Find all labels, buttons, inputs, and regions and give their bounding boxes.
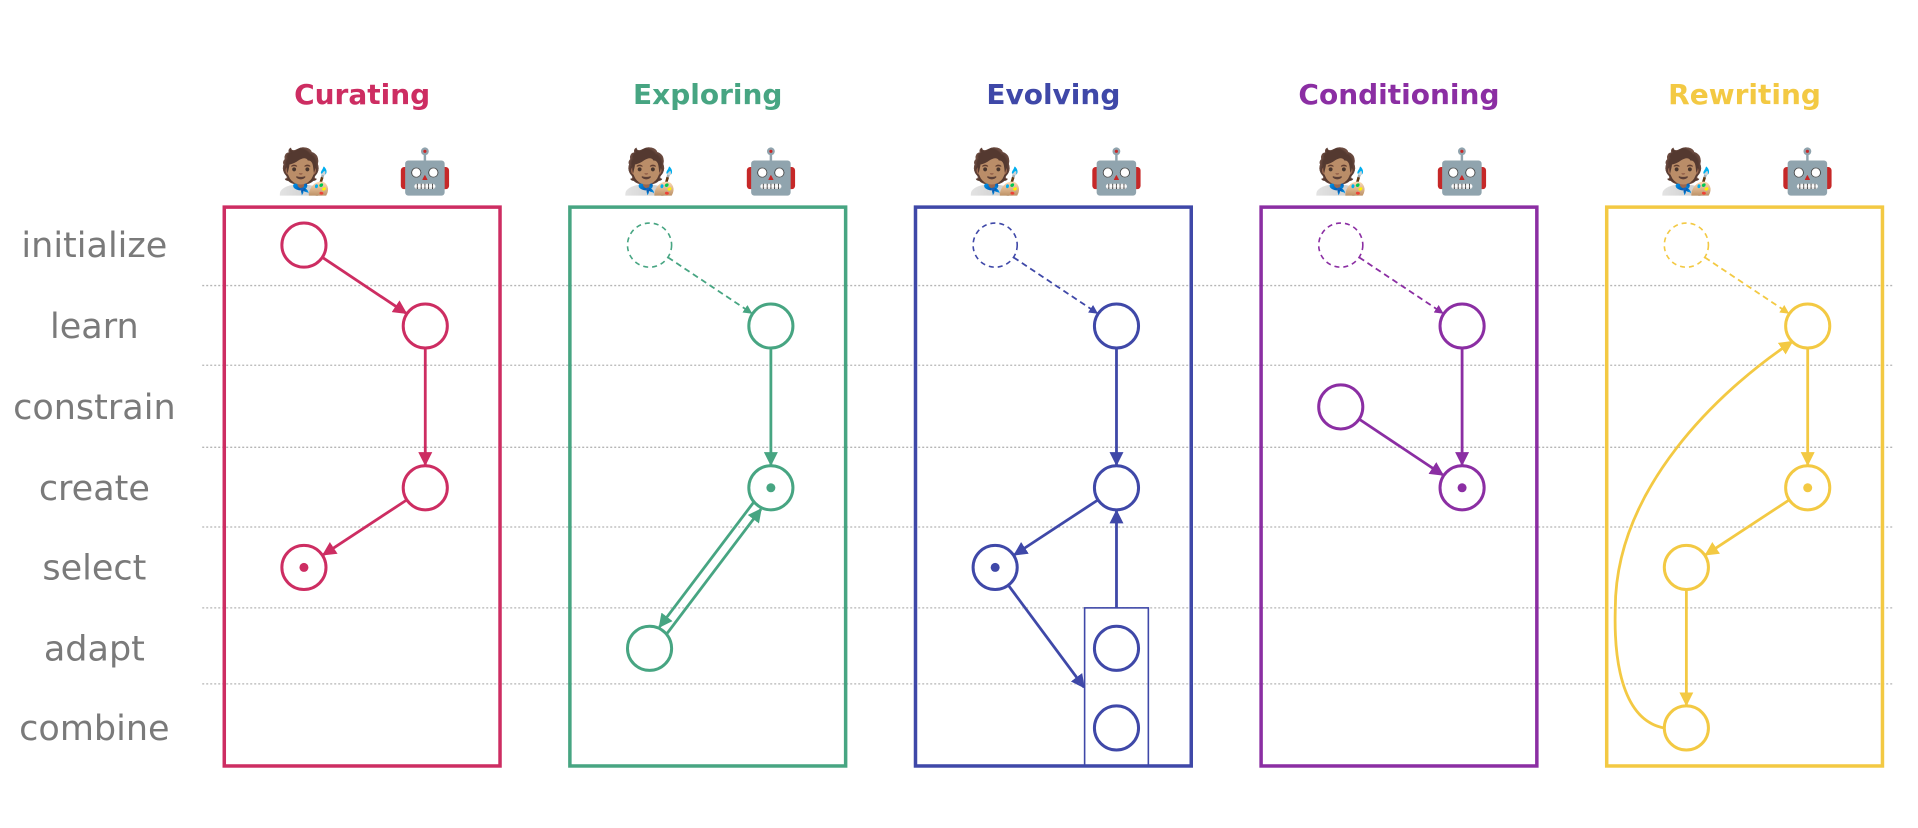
row-label-select: select [42, 548, 146, 588]
edge-a-c [665, 508, 763, 635]
panel-box [222, 205, 502, 768]
panel-title-conditioning: Conditioning [1298, 78, 1499, 111]
edge-c-s [322, 498, 408, 556]
row-separators [202, 284, 1894, 685]
node-initialize [626, 222, 673, 268]
row-label-combine: combine [19, 709, 169, 749]
edge-i-l [1704, 256, 1790, 314]
node-initialize [1317, 222, 1364, 268]
node-learn [1784, 302, 1832, 350]
edge-i-l [667, 256, 753, 314]
edge-m-l [1613, 340, 1794, 730]
artist-icon: 🧑🏽‍🎨 [1313, 144, 1368, 197]
edge-i-l [321, 256, 408, 315]
edge-c-s [1013, 498, 1099, 556]
row-label-adapt: adapt [44, 629, 145, 669]
robot-icon: 🤖 [1780, 146, 1835, 197]
node-selected-dot [1457, 483, 1467, 493]
row-labels: initialize learn constrain create select adap… [13, 226, 176, 749]
panel-box [1259, 205, 1539, 768]
panel-exploring: Exploring 🧑🏽‍🎨 🤖 [568, 78, 848, 768]
node-selected-dot [990, 562, 1000, 572]
node-initialize [1663, 222, 1710, 268]
node-selected-dot [299, 562, 309, 572]
node-initialize [972, 222, 1019, 268]
row-label-learn: learn [50, 307, 139, 347]
node-create [1092, 464, 1141, 512]
node-combine [1662, 704, 1710, 752]
panel-title-rewriting: Rewriting [1668, 78, 1821, 111]
robot-icon: 🤖 [1435, 146, 1490, 197]
edge-k-c [1358, 417, 1445, 477]
node-learn [401, 302, 449, 350]
artist-icon: 🧑🏽‍🎨 [968, 144, 1023, 197]
node-select [1662, 543, 1710, 591]
node-selected-dot [766, 483, 776, 493]
artist-icon: 🧑🏽‍🎨 [277, 144, 332, 197]
artist-icon: 🧑🏽‍🎨 [622, 144, 677, 197]
panel-title-evolving: Evolving [986, 78, 1120, 111]
node-create [401, 464, 449, 512]
node-constrain [1317, 383, 1365, 431]
node-learn [1438, 302, 1486, 350]
panel-box [568, 205, 848, 768]
panel-title-curating: Curating [294, 78, 430, 111]
node-learn [747, 302, 795, 350]
edge-s-group [1007, 584, 1086, 689]
edge-i-l [1358, 256, 1444, 314]
row-label-initialize: initialize [21, 226, 167, 266]
artist-icon: 🧑🏽‍🎨 [1659, 144, 1714, 197]
row-label-constrain: constrain [13, 388, 176, 428]
panels: Curating 🧑🏽‍🎨 🤖 Exploring 🧑🏽‍🎨 🤖 Evolving 🧑🏽‍🎨 🤖… [222, 78, 1885, 768]
node-adapt [625, 624, 674, 672]
panel-box [913, 205, 1193, 768]
edge-c-s [1704, 498, 1791, 556]
panel-curating: Curating 🧑🏽‍🎨 🤖 [222, 78, 502, 768]
robot-icon: 🤖 [743, 146, 798, 197]
robot-icon: 🤖 [1089, 146, 1144, 197]
panel-title-exploring: Exploring [633, 78, 782, 111]
node-combine [1092, 704, 1141, 752]
node-initialize [280, 221, 328, 269]
node-learn [1092, 302, 1141, 350]
panel-conditioning: Conditioning 🧑🏽‍🎨 🤖 [1259, 78, 1539, 768]
node-selected-dot [1803, 483, 1813, 493]
node-adapt [1092, 624, 1141, 672]
row-label-create: create [39, 469, 150, 509]
panel-box [1604, 205, 1885, 768]
edge-i-l [1013, 256, 1099, 314]
panel-evolving: Evolving 🧑🏽‍🎨 🤖 [913, 78, 1193, 768]
edge-c-a [658, 501, 755, 629]
robot-icon: 🤖 [398, 146, 453, 197]
panel-rewriting: Rewriting 🧑🏽‍🎨 🤖 [1604, 78, 1885, 768]
